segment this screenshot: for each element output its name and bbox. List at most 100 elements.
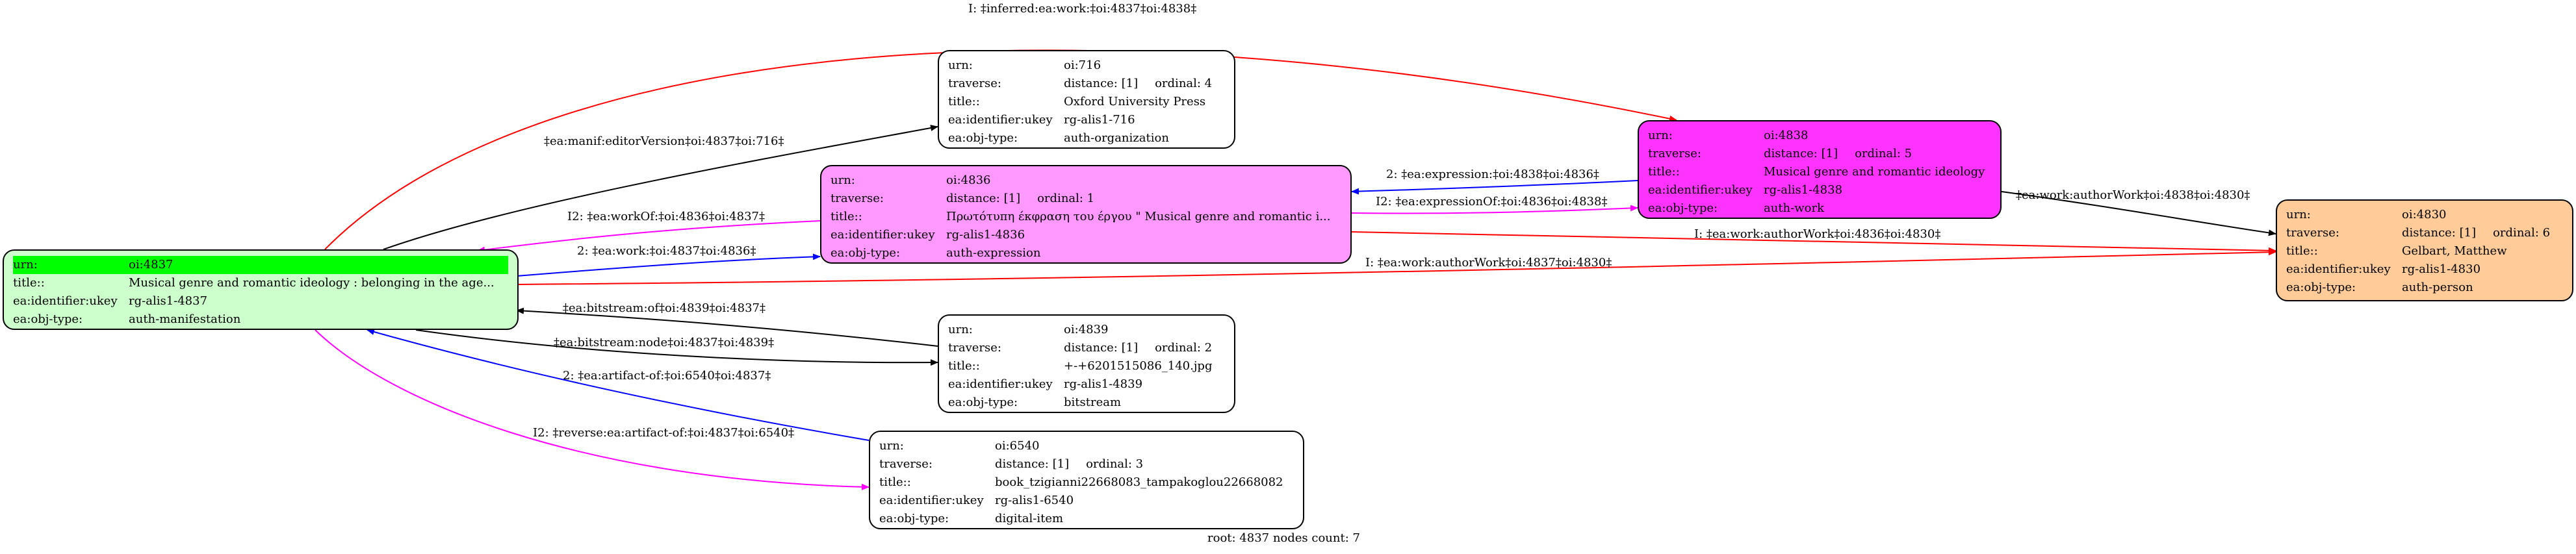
objtype-label: ea:obj-type: — [879, 512, 949, 525]
ukey-value: rg-alis1-4830 — [2402, 262, 2481, 276]
edge-label-bitstream-node: ‡ea:bitstream:node‡oi:4837‡oi:4839‡ — [554, 336, 774, 349]
objtype-label: ea:obj-type: — [2286, 281, 2356, 294]
objtype-value: auth-manifestation — [129, 312, 241, 326]
node-title-row: title:: Musical genre and romantic ideol… — [13, 274, 508, 292]
urn-label: urn: — [948, 323, 973, 336]
ukey-value: rg-alis1-4837 — [129, 294, 208, 308]
traverse-label: traverse: — [948, 77, 1001, 90]
node-objtype-row: ea:obj-type: auth-manifestation — [13, 310, 508, 329]
edge-expression — [1351, 180, 1638, 195]
urn-label: urn: — [2286, 208, 2311, 221]
distance-value: distance: [1] — [1064, 341, 1139, 355]
urn-value: oi:4839 — [1064, 323, 1109, 336]
urn-value: oi:4838 — [1764, 129, 1809, 142]
ordinal-value: ordinal: 5 — [1855, 147, 1913, 160]
title-value: +-+6201515086_140.jpg — [1064, 359, 1213, 373]
objtype-label: ea:obj-type: — [948, 396, 1018, 409]
edge-label-author-work-4838: ‡ea:work:authorWork‡oi:4838‡oi:4830‡ — [2016, 188, 2250, 202]
edge-reverse-artifact — [315, 329, 869, 490]
objtype-label: ea:obj-type: — [948, 131, 1018, 145]
edge-label-author-work-4837: I: ‡ea:work:authorWork‡oi:4837‡oi:4830‡ — [1365, 256, 1612, 270]
distance-value: distance: [1] — [1064, 77, 1139, 90]
node-4838[interactable]: urn:oi:4838 traverse:distance: [1]ordina… — [1638, 120, 2002, 219]
objtype-value: auth-work — [1764, 201, 1824, 215]
edge-label-reverse-artifact: I2: ‡reverse:ea:artifact-of:‡oi:4837‡oi:… — [533, 426, 794, 440]
ukey-value: rg-alis1-716 — [1064, 113, 1135, 127]
edge-bitstream-of — [516, 307, 938, 347]
title-label: title:: — [948, 359, 980, 373]
node-716[interactable]: urn: oi:716 traverse: distance: [1] ordinal… — [938, 50, 1235, 149]
ukey-label: ea:identifier:ukey — [1648, 183, 1753, 197]
ukey-value: rg-alis1-4839 — [1064, 377, 1143, 391]
distance-value: distance: [1] — [2402, 226, 2477, 240]
title-value: book_tzigianni22668083_tampakoglou226680… — [995, 475, 1283, 489]
traverse-label: traverse: — [1648, 147, 1701, 160]
urn-label: urn: — [13, 258, 38, 271]
edge-inferred-work — [324, 49, 1677, 250]
traverse-label: traverse: — [879, 457, 933, 471]
ordinal-value: ordinal: 6 — [2493, 226, 2551, 240]
node-6540[interactable]: urn:oi:6540 traverse:distance: [1]ordina… — [869, 431, 1304, 529]
node-4839[interactable]: urn: oi:4839 traverse: distance: [1] ordina… — [938, 314, 1235, 413]
urn-value: oi:4837 — [129, 258, 174, 271]
title-label: title:: — [831, 210, 862, 223]
ukey-label: ea:identifier:ukey — [879, 494, 984, 507]
distance-value: distance: [1] — [995, 457, 1070, 471]
edge-label-inferred-work: I: ‡inferred:ea:work:‡oi:4837‡oi:4838‡ — [968, 2, 1196, 16]
ukey-label: ea:identifier:ukey — [948, 113, 1053, 127]
objtype-value: auth-person — [2402, 281, 2473, 294]
ordinal-value: ordinal: 1 — [1037, 192, 1095, 205]
node-4837[interactable]: urn: oi:4837 title:: Musical genre and r… — [3, 249, 519, 330]
edge-bitstream-node — [415, 329, 938, 366]
traverse-label: traverse: — [948, 341, 1001, 355]
urn-value: oi:4830 — [2402, 208, 2447, 221]
urn-label: urn: — [831, 173, 855, 187]
urn-value: oi:716 — [1064, 58, 1101, 72]
edge-label-expression: 2: ‡ea:expression:‡oi:4838‡oi:4836‡ — [1386, 168, 1599, 181]
node-urn-row: urn: oi:4837 — [13, 256, 508, 274]
edge-label-artifact-of: 2: ‡ea:artifact-of:‡oi:6540‡oi:4837‡ — [563, 369, 771, 383]
edge-author-work-4838 — [2001, 191, 2276, 236]
edge-label-bitstream-of: ‡ea:bitstream:of‡oi:4839‡oi:4837‡ — [563, 301, 766, 315]
distance-value: distance: [1] — [946, 192, 1021, 205]
traverse-label: traverse: — [2286, 226, 2339, 240]
title-label: title:: — [13, 276, 45, 290]
title-value: Musical genre and romantic ideology : be… — [129, 276, 495, 290]
edge-label-author-work-4836: I: ‡ea:work:authorWork‡oi:4836‡oi:4830‡ — [1694, 227, 1940, 241]
objtype-value: auth-organization — [1064, 131, 1169, 145]
title-label: title:: — [2286, 244, 2318, 258]
urn-label: urn: — [1648, 129, 1673, 142]
urn-label: urn: — [948, 58, 973, 72]
edge-ea-work — [516, 253, 821, 277]
edge-label-manif-editor: ‡ea:manif:editorVersion‡oi:4837‡oi:716‡ — [544, 134, 784, 148]
edge-work-of — [477, 220, 821, 253]
edge-manif-editor — [383, 125, 938, 250]
ukey-label: ea:identifier:ukey — [948, 377, 1053, 391]
ukey-value: rg-alis1-4836 — [946, 228, 1025, 242]
objtype-value: digital-item — [995, 512, 1064, 525]
objtype-value: bitstream — [1064, 396, 1122, 409]
edge-artifact-of — [367, 329, 869, 441]
node-ukey-row: ea:identifier:ukey rg-alis1-4837 — [13, 292, 508, 310]
ordinal-value: ordinal: 4 — [1155, 77, 1213, 90]
title-value: Gelbart, Matthew — [2402, 244, 2507, 258]
urn-label: urn: — [879, 439, 904, 453]
ukey-label: ea:identifier:ukey — [2286, 262, 2391, 276]
edge-author-work-4836 — [1351, 231, 2276, 254]
objtype-value: auth-expression — [946, 246, 1041, 260]
ukey-value: rg-alis1-6540 — [995, 494, 1074, 507]
node-4830[interactable]: urn: oi:4830 traverse: distance: [1] ordina… — [2276, 199, 2573, 301]
ukey-label: ea:identifier:ukey — [831, 228, 935, 242]
ukey-label: ea:identifier:ukey — [13, 294, 118, 308]
objtype-label: ea:obj-type: — [831, 246, 901, 260]
ordinal-value: ordinal: 2 — [1155, 341, 1213, 355]
objtype-label: ea:obj-type: — [1648, 201, 1718, 215]
title-value: Πρωτότυπη έκφραση του έργου " Musical ge… — [946, 210, 1331, 223]
node-4836[interactable]: urn:oi:4836 traverse:distance: [1]ordina… — [820, 165, 1352, 264]
graph-footer: root: 4837 nodes count: 7 — [1207, 531, 1360, 545]
urn-value: oi:6540 — [995, 439, 1040, 453]
edge-label-work-of: I2: ‡ea:workOf:‡oi:4836‡oi:4837‡ — [567, 210, 765, 223]
edge-label-ea-work: 2: ‡ea:work:‡oi:4837‡oi:4836‡ — [577, 244, 756, 258]
objtype-label: ea:obj-type: — [13, 312, 83, 326]
